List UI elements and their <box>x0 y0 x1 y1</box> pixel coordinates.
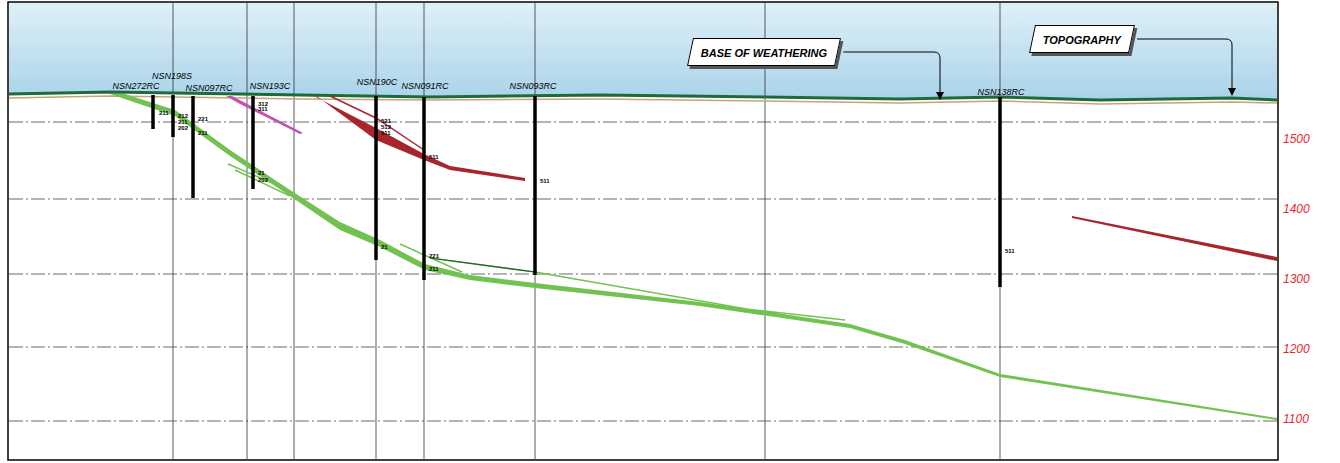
callout-box: TOPOGRAPHY <box>1029 25 1135 53</box>
leader-line <box>843 52 940 93</box>
leader-line <box>1137 39 1232 89</box>
drill-hole-name: NSN193C <box>250 82 291 91</box>
drill-hole-name: NSN138RC <box>977 88 1024 97</box>
coal-seam-21 <box>110 94 1277 420</box>
seam-code: 212 <box>178 113 188 119</box>
seam-code: 202 <box>258 177 268 183</box>
seam-code: 211 <box>429 266 439 272</box>
drill-hole-name: NSN190C <box>357 78 398 87</box>
drill-hole-name: NSN091RC <box>401 82 448 91</box>
seam-code: 211 <box>198 130 208 136</box>
callout-text: BASE OF WEATHERING <box>701 47 827 59</box>
seam-code: 221 <box>429 253 439 259</box>
elevation-label: 1200 <box>1283 343 1310 355</box>
seam-code: 311 <box>258 106 268 112</box>
seam-code: 21 <box>381 244 388 250</box>
arrow-head <box>936 92 944 100</box>
seam-code: 211 <box>159 110 169 116</box>
frame <box>8 2 1278 460</box>
drill-hole-name: NSN272RC <box>112 82 159 91</box>
seam-code: 511 <box>1005 248 1015 254</box>
seam-code: 221 <box>198 116 208 122</box>
callout-text: TOPOGRAPHY <box>1043 34 1121 46</box>
grid <box>9 122 1277 421</box>
elevation-label: 1500 <box>1283 133 1310 145</box>
elevation-label: 1100 <box>1283 413 1309 425</box>
seam-code: 511 <box>540 178 550 184</box>
coal-seam-511 <box>1072 216 1277 261</box>
drill-hole-name: NSN097RC <box>185 84 232 93</box>
coal-seam-31 <box>226 96 303 134</box>
topography <box>9 92 1277 100</box>
grid-vertical <box>173 3 1000 459</box>
seam-code: 21 <box>258 170 265 176</box>
coal-seam-221 <box>430 258 535 272</box>
drill-hole-name: NSN198S <box>152 72 192 81</box>
elevation-label: 1400 <box>1283 203 1310 215</box>
elevation-label: 1300 <box>1283 273 1310 285</box>
seam-code: 521 <box>381 118 391 124</box>
seam-code: 512 <box>381 124 391 130</box>
arrow-head <box>1228 88 1236 96</box>
seam-code: 511 <box>381 130 391 136</box>
coal-seam-51 <box>314 96 525 181</box>
seam-code: 511 <box>429 154 439 160</box>
sky <box>9 3 1277 100</box>
callout-box: BASE OF WEATHERING <box>687 38 841 66</box>
seam-code: 211 <box>178 119 188 125</box>
drill-holes <box>153 95 1000 287</box>
drill-hole-name: NSN093RC <box>509 82 556 91</box>
seam-code: 202 <box>178 125 188 131</box>
